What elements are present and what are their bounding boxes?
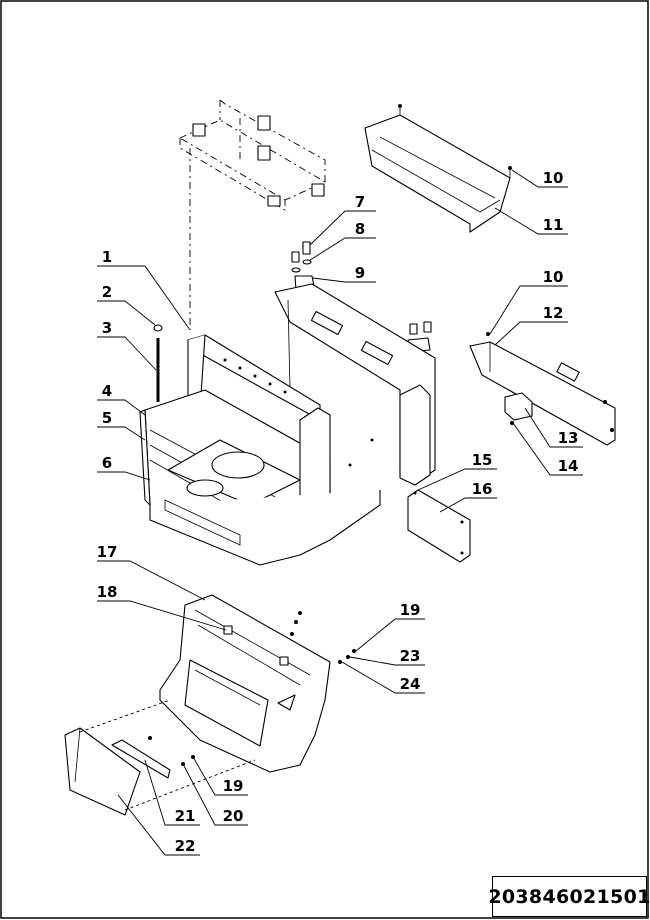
- front-panel: [148, 594, 356, 773]
- callout-label: 12: [543, 304, 564, 322]
- callout-label: 22: [175, 837, 196, 855]
- callout-label: 18: [97, 583, 118, 601]
- callout-label: 17: [97, 543, 118, 561]
- top-cover: [364, 104, 512, 233]
- drawing-number-box: 203846021501: [488, 876, 650, 917]
- callout-label: 2: [102, 283, 112, 301]
- drawing-number: 203846021501: [488, 885, 650, 908]
- bracket-and-pad: [64, 699, 256, 816]
- callout-label: 9: [355, 264, 365, 282]
- callout-label: 6: [102, 454, 112, 472]
- callout-label: 10: [543, 268, 564, 286]
- callout-label: 1: [102, 248, 112, 266]
- callout-label: 7: [355, 193, 365, 211]
- callout-label: 20: [223, 807, 244, 825]
- callout-label: 14: [558, 457, 579, 475]
- callout-label: 23: [400, 647, 421, 665]
- main-body-frame: [139, 283, 436, 566]
- callout-label: 21: [175, 807, 196, 825]
- callout-label: 15: [472, 451, 493, 469]
- top-mounting-bracket: [179, 99, 326, 330]
- callout-label: 24: [400, 675, 421, 693]
- callout-label: 5: [102, 409, 112, 427]
- callout-label: 13: [558, 429, 579, 447]
- callout-label: 16: [472, 480, 493, 498]
- callout-label: 19: [400, 601, 421, 619]
- callout-label: 19: [223, 777, 244, 795]
- callout-label: 10: [543, 169, 564, 187]
- callout-label: 8: [355, 220, 365, 238]
- callout-label: 3: [102, 319, 112, 337]
- callouts: 1 2 3 4 5 6 7 8 9 10 11 10 12 13 14 15: [97, 169, 583, 856]
- callout-label: 4: [102, 382, 112, 400]
- mounting-plate-assembly: [469, 332, 616, 446]
- callout-label: 11: [543, 216, 564, 234]
